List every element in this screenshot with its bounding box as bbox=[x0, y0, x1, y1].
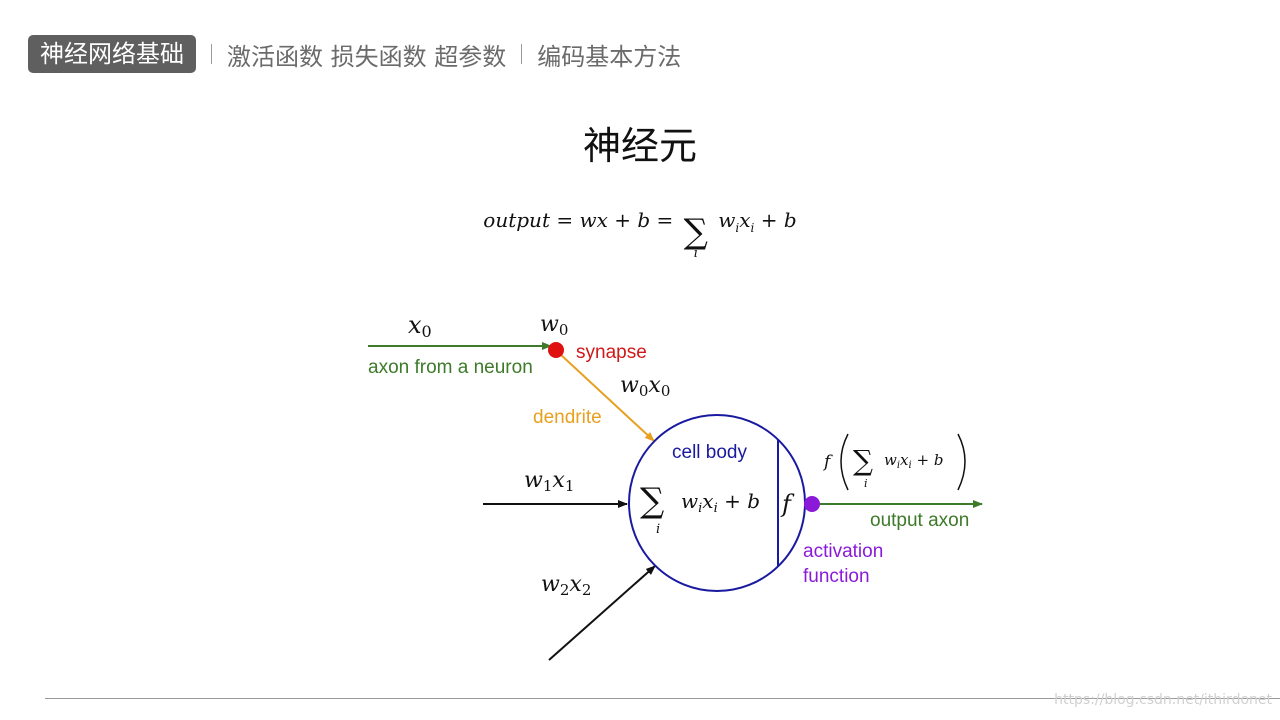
output-lparen bbox=[840, 433, 849, 491]
cell-f-symbol: f bbox=[780, 490, 795, 518]
formula-plus: + bbox=[614, 208, 631, 232]
formula-xi: xi bbox=[739, 208, 755, 235]
nav-separator bbox=[211, 44, 212, 64]
formula-b-2: b bbox=[783, 208, 797, 232]
nav-tab-encoding-methods[interactable]: 编码基本方法 bbox=[537, 42, 682, 71]
formula-sum: ∑ i bbox=[683, 212, 708, 261]
output-sum-sub: i bbox=[864, 477, 868, 490]
neuron-formula: output = wx + b = ∑ i wixi + b bbox=[0, 208, 1280, 261]
formula-b: b bbox=[637, 208, 651, 232]
cell-sum-sigma: ∑ bbox=[640, 481, 664, 521]
activation-dot bbox=[804, 496, 820, 512]
formula-wx: wx bbox=[579, 208, 608, 232]
label-activation: activation bbox=[803, 541, 883, 562]
dendrite-line bbox=[559, 353, 655, 442]
nav-separator bbox=[521, 44, 523, 64]
output-rparen bbox=[957, 433, 966, 491]
cell-sum-sub: i bbox=[656, 522, 660, 537]
label-function: function bbox=[803, 566, 870, 587]
output-sigma: ∑ bbox=[853, 444, 873, 477]
formula-plus-2: + bbox=[760, 208, 778, 232]
label-w2x2: w2x2 bbox=[541, 572, 591, 599]
label-w0x0: w0x0 bbox=[620, 373, 670, 400]
bottom-divider bbox=[45, 698, 1280, 699]
label-w1x1: w1x1 bbox=[524, 468, 574, 495]
synapse-dot bbox=[548, 342, 564, 358]
watermark: https://blog.csdn.net/ithirdonet bbox=[1054, 692, 1272, 708]
nav-tab-neural-basics[interactable]: 神经网络基础 bbox=[28, 35, 196, 73]
formula-sum-sub: i bbox=[693, 246, 698, 261]
formula-eq: = bbox=[556, 208, 574, 232]
label-w0: w0 bbox=[540, 312, 568, 339]
label-dendrite: dendrite bbox=[533, 407, 602, 428]
output-expr: wixi + b bbox=[884, 451, 943, 471]
page-title: 神经元 bbox=[582, 124, 697, 168]
output-f: f bbox=[822, 452, 833, 472]
label-output-axon: output axon bbox=[870, 510, 969, 531]
label-x0: x0 bbox=[408, 311, 432, 341]
cell-sum-expr: wixi + b bbox=[681, 489, 760, 516]
label-synapse: synapse bbox=[576, 342, 647, 363]
formula-output: output bbox=[483, 208, 550, 232]
formula-eq-2: = bbox=[656, 208, 674, 232]
label-axon-from-neuron: axon from a neuron bbox=[368, 357, 533, 378]
label-cell-body: cell body bbox=[672, 442, 747, 463]
input-w2x2-line bbox=[548, 565, 656, 661]
top-nav: 神经网络基础 激活函数 损失函数 超参数 编码基本方法 bbox=[28, 35, 681, 73]
nav-tab-activation-loss-hyper[interactable]: 激活函数 损失函数 超参数 bbox=[227, 42, 507, 71]
formula-wi: wi bbox=[718, 208, 740, 235]
